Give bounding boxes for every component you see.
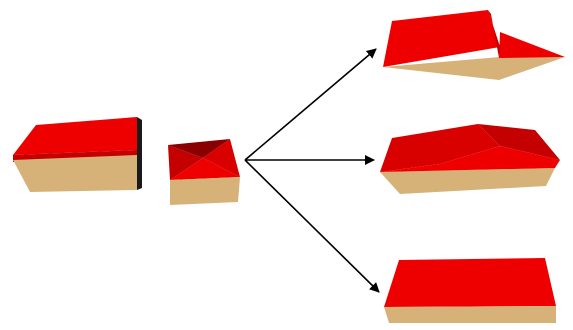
long-block (13, 117, 142, 192)
pyramid-roof-back (168, 139, 230, 158)
skewed-roof-block (383, 10, 565, 80)
skewed-block-base (383, 57, 565, 80)
pyramid-roof-block (168, 139, 240, 205)
pyramid-roof-front (170, 158, 240, 180)
transformation-arrows (244, 48, 380, 293)
skewed-block-roof-edge (488, 10, 500, 58)
faceted-roof-block (380, 124, 560, 194)
long-block-side-wall (137, 117, 142, 190)
flat-roof-block (384, 258, 556, 323)
faceted-block-wall (380, 168, 555, 194)
long-block-front-wall (13, 155, 137, 192)
flat-block-roof (384, 258, 556, 307)
arrow-to-skewed (244, 48, 377, 161)
skewed-block-underside (499, 32, 565, 58)
pyramid-roof-right (203, 139, 240, 177)
faceted-roof-front (380, 146, 560, 172)
long-block-roof (13, 117, 137, 155)
faceted-roof-top (478, 124, 560, 160)
pyramid-block-wall (170, 177, 240, 205)
pyramid-roof-left (168, 145, 203, 180)
flat-block-wall (384, 306, 556, 323)
arrow-to-flat (244, 159, 380, 293)
skewed-block-roof (383, 10, 500, 67)
faceted-roof-left (380, 124, 500, 172)
